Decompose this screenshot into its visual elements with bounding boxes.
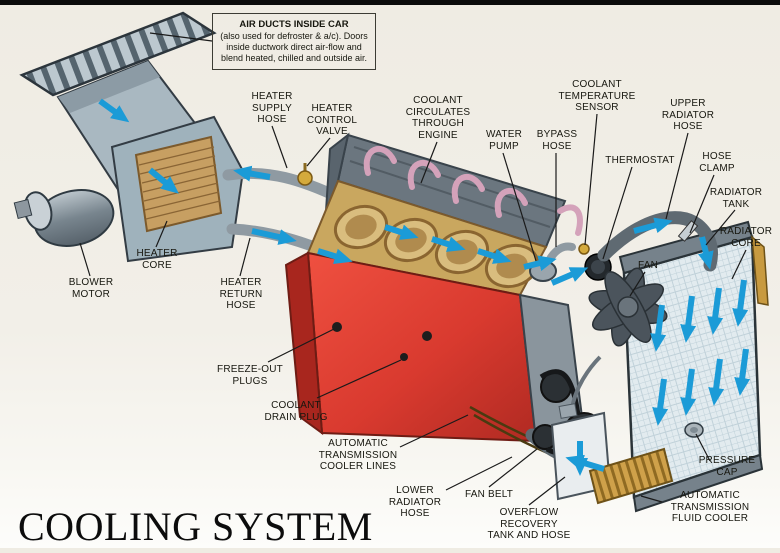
pressure-cap [684,422,704,438]
label-freeze-out-plugs: FREEZE-OUT PLUGS [217,364,283,387]
cooling-system-illustration [13,11,769,513]
heater-control-valve [297,163,313,186]
heater-supply-hose [222,167,346,204]
label-blower-motor: BLOWER MOTOR [68,277,114,300]
label-fan-belt: FAN BELT [464,489,514,500]
bypass-hose [546,242,576,263]
label-automatic-transmission-cooler-lines: AUTOMATIC TRANSMISSION COOLER LINES [318,438,398,472]
label-heater-core: HEATER CORE [136,248,178,271]
air-duct [19,11,217,97]
blower-motor [13,189,115,247]
label-heater-supply-hose: HEATER SUPPLY HOSE [251,91,293,125]
coolant-drain-plug [400,353,408,361]
spark-plug-wires [363,146,583,236]
label-automatic-transmission-fluid-cooler: AUTOMATIC TRANSMISSION FLUID COOLER [670,490,750,524]
engine [284,132,583,443]
label-heater-control-valve: HEATER CONTROL VALVE [306,103,358,137]
label-heater-return-hose: HEATER RETURN HOSE [219,277,263,311]
label-water-pump: WATER PUMP [486,129,522,152]
note-air-ducts-title: AIR DUCTS INSIDE CAR [239,19,349,30]
label-upper-radiator-hose: UPPER RADIATOR HOSE [661,98,715,132]
coolant-flow-arrows [98,98,751,476]
label-coolant-drain-plug: COOLANT DRAIN PLUG [264,400,328,423]
label-radiator-tank: RADIATOR TANK [709,187,763,210]
label-lower-radiator-hose: LOWER RADIATOR HOSE [388,485,442,519]
diagram-title: COOLING SYSTEM [18,504,373,549]
label-hose-clamp: HOSE CLAMP [699,151,735,174]
heater-core [134,135,223,233]
freeze-out-plug [332,322,342,332]
label-radiator-core: RADIATOR CORE [719,226,773,249]
note-air-ducts-body: (also used for defroster & a/c). Doors i… [220,31,368,63]
leader-lines [79,32,747,506]
transmission-fluid-cooler [588,447,674,505]
label-coolant-circulates-through-engine: COOLANT CIRCULATES THROUGH ENGINE [405,95,471,141]
label-pressure-cap: PRESSURE CAP [698,455,756,478]
cylinder-bores [333,204,540,289]
label-coolant-temperature-sensor: COOLANT TEMPERATURE SENSOR [558,79,636,113]
radiator [618,220,769,513]
label-fan: FAN [637,260,659,271]
freeze-out-plug [422,331,432,341]
coolant-temperature-sensor [578,243,590,255]
note-air-ducts: AIR DUCTS INSIDE CAR (also used for defr… [212,13,376,70]
label-overflow-recovery-tank-and-hose: OVERFLOW RECOVERY TANK AND HOSE [487,507,571,541]
fan [588,267,668,347]
label-bypass-hose: BYPASS HOSE [536,129,578,152]
label-thermostat: THERMOSTAT [605,155,675,166]
